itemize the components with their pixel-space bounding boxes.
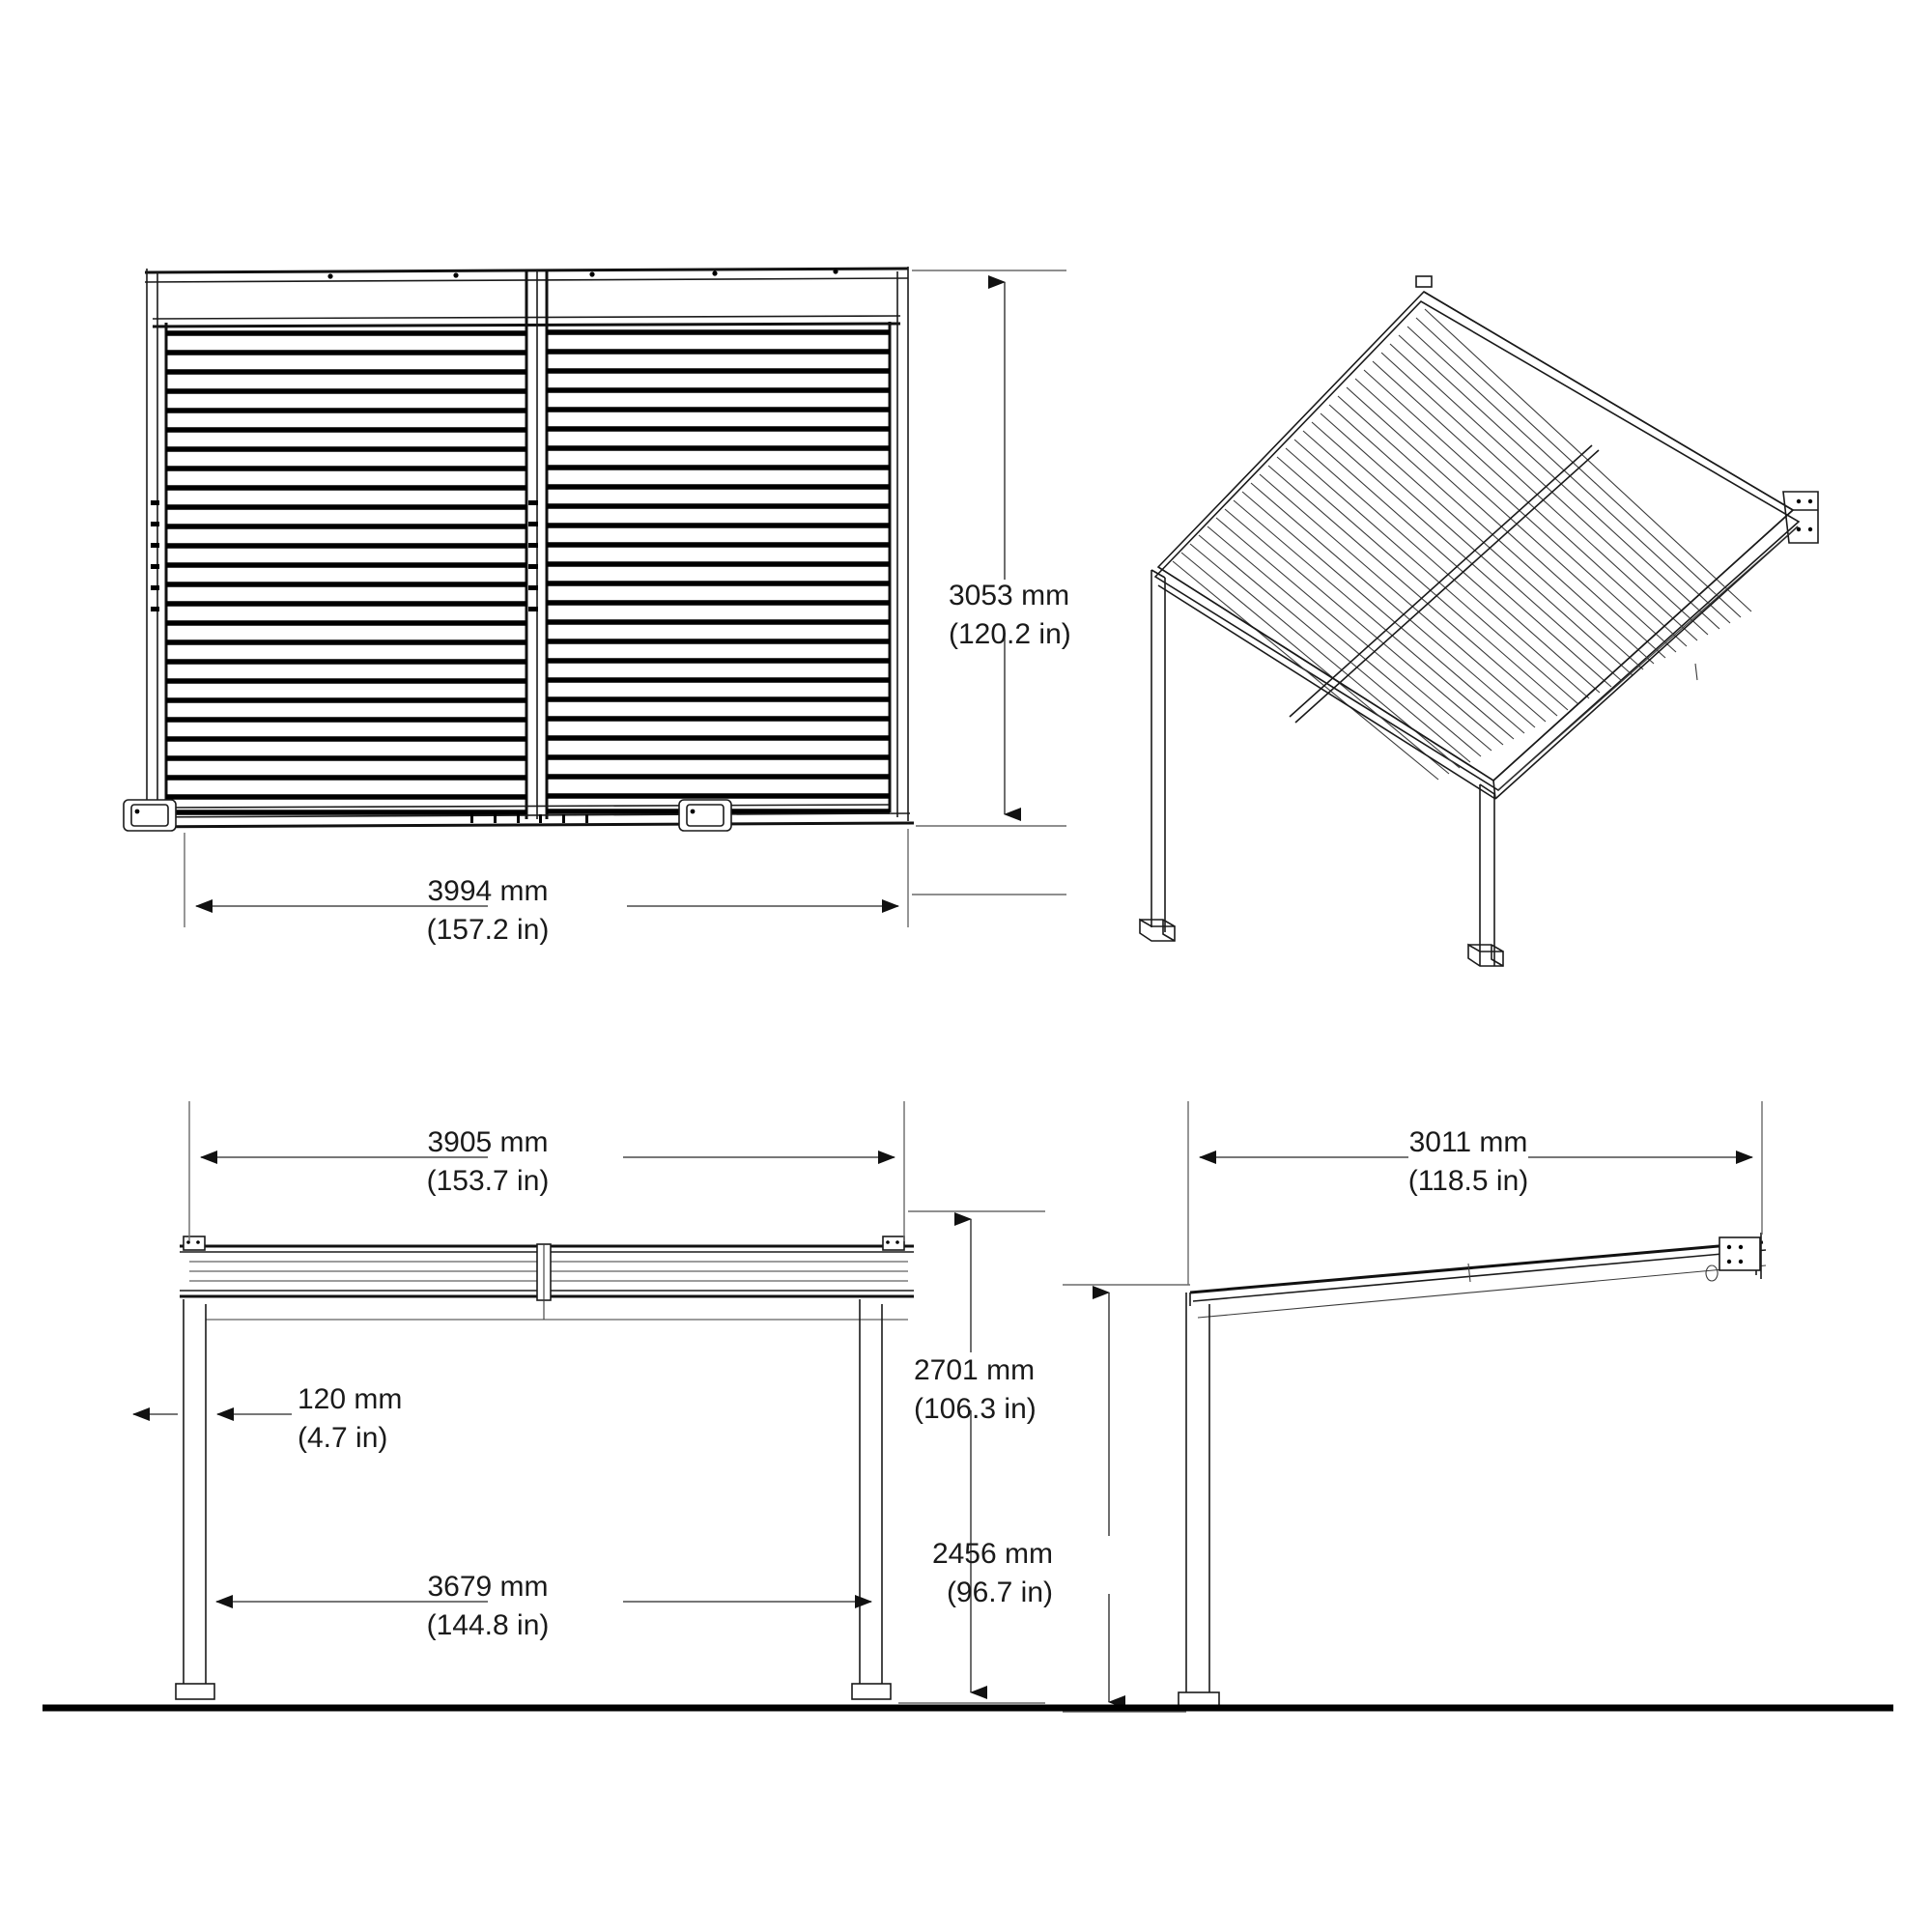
dimension-post-width-in: (4.7 in) [298, 1422, 387, 1454]
dimension-height-low-side: 2456 mm (96.7 in) [932, 1284, 1190, 1713]
dimension-height-high-side-mm: 2701 mm [914, 1354, 1035, 1386]
slat-group [166, 329, 890, 815]
view-front-elevation-slatted [123, 267, 915, 832]
dimension-clear-span-mm: 3679 mm [427, 1571, 548, 1603]
dimension-height-low-side-mm: 2456 mm [932, 1538, 1053, 1570]
dimension-frame-width: 3905 mm (153.7 in) [188, 1101, 905, 1241]
dimension-overall-height: 3053 mm (120.2 in) [912, 270, 1071, 895]
dimension-frame-width-in: (153.7 in) [427, 1165, 550, 1197]
dimension-overall-width: 3994 mm (157.2 in) [184, 829, 909, 946]
dimension-height-high-side-in: (106.3 in) [914, 1393, 1037, 1425]
dimension-projection-depth: 3011 mm (118.5 in) [1187, 1101, 1763, 1285]
dimension-post-width: 120 mm (4.7 in) [132, 1383, 402, 1454]
view-side-elevation [1178, 1233, 1767, 1709]
dimension-clear-span-in: (144.8 in) [427, 1609, 550, 1641]
view-isometric [1139, 275, 1819, 967]
dimension-overall-width-in: (157.2 in) [427, 914, 550, 946]
dimension-post-width-mm: 120 mm [298, 1383, 402, 1415]
dimension-overall-width-mm: 3994 mm [427, 875, 548, 907]
dimension-height-high-side: 2701 mm (106.3 in) [898, 1210, 1045, 1704]
view-front-elevation-open [175, 1236, 914, 1700]
hinge-ticks [151, 500, 538, 611]
dimension-projection-depth-in: (118.5 in) [1408, 1165, 1529, 1197]
iso-roof-slats [1172, 308, 1752, 781]
dimension-frame-width-mm: 3905 mm [427, 1126, 548, 1158]
dimension-clear-span: 3679 mm (144.8 in) [215, 1571, 872, 1641]
dimension-height-low-side-in: (96.7 in) [947, 1577, 1053, 1608]
dimension-overall-height-in: (120.2 in) [949, 618, 1071, 650]
dimension-projection-depth-mm: 3011 mm [1409, 1126, 1528, 1158]
dimension-overall-height-mm: 3053 mm [949, 580, 1069, 611]
